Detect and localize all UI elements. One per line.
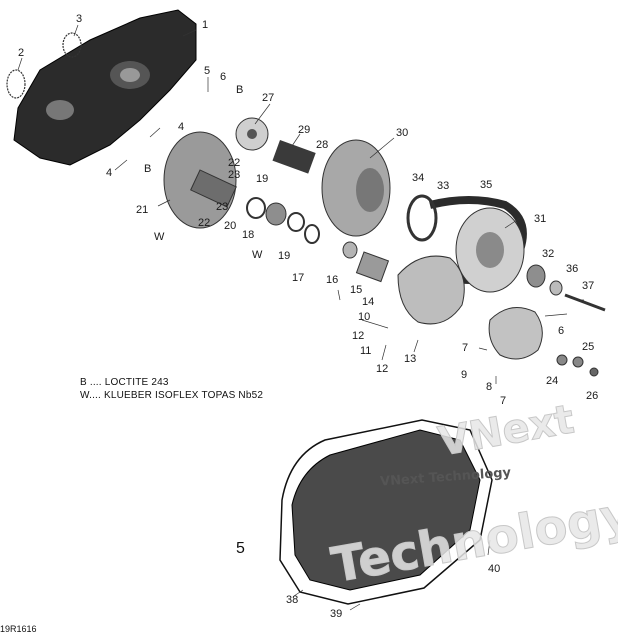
callout-label: 5 (204, 65, 210, 77)
callout-label: 11 (360, 345, 371, 357)
callout-label: 1 (202, 19, 208, 31)
callout-label: 16 (326, 274, 338, 286)
callout-label: 4 (178, 121, 184, 133)
clutch-cover-part (13, 9, 197, 166)
callout-label: 8 (486, 381, 492, 393)
callout-label: 22 (198, 217, 210, 229)
callout-label: 27 (262, 92, 274, 104)
shaft-part (272, 140, 316, 174)
callout-label: 19 (256, 173, 268, 185)
callout-label: 24 (546, 375, 558, 387)
o-ring-3 (62, 32, 82, 58)
callout-label: 2 (18, 47, 24, 59)
callout-label: 39 (330, 608, 342, 620)
cam-part (488, 307, 543, 360)
callout-label: 9 (461, 369, 467, 381)
callout-label: 6 (558, 325, 564, 337)
spring-part (355, 251, 390, 283)
callout-label: W (154, 231, 165, 243)
callout-label: 35 (480, 179, 492, 191)
callout-label: 7 (500, 395, 506, 407)
legend-b-line: B .... LOCTITE 243 (80, 377, 169, 388)
callout-label: 38 (286, 594, 298, 606)
callout-label: 12 (376, 363, 388, 375)
callout-label: 18 (242, 229, 254, 241)
callout-label: 30 (396, 127, 408, 139)
callout-label: 7 (462, 342, 468, 354)
document-code: 19R1616 (0, 624, 37, 634)
callout-label: 4 (106, 167, 112, 179)
callout-label: 15 (350, 284, 362, 296)
callout-label: 37 (582, 280, 594, 292)
callout-label: 6 (220, 71, 226, 83)
callout-label: 28 (316, 139, 328, 151)
callout-label: 22 (228, 157, 240, 169)
callout-label: 13 (404, 353, 416, 365)
callout-label: 17 (292, 272, 304, 284)
callout-label: 26 (586, 390, 598, 402)
callout-label: 32 (542, 248, 554, 260)
callout-label: 23 (216, 201, 228, 213)
callout-label: 33 (437, 180, 449, 192)
callout-label: 14 (362, 296, 374, 308)
callout-label: B (236, 84, 243, 96)
movable-sheave-part (321, 139, 391, 237)
callout-label: 12 (352, 330, 364, 342)
callout-label: 21 (136, 204, 148, 216)
callout-label: 10 (358, 311, 370, 323)
callout-label: 25 (582, 341, 594, 353)
lower-cover-part (279, 419, 493, 605)
callout-label: 40 (488, 563, 500, 575)
callout-label: 29 (298, 124, 310, 136)
callout-label: 34 (412, 172, 424, 184)
callout-label: W (252, 249, 263, 261)
callout-label: 3 (76, 13, 82, 25)
callout-label: B (144, 163, 151, 175)
driven-sheave-assembly (397, 255, 465, 325)
o-ring-2 (6, 69, 26, 99)
callout-label: 36 (566, 263, 578, 275)
section-number: 5 (236, 540, 245, 557)
callout-label: 31 (534, 213, 546, 225)
callout-label: 23 (228, 169, 240, 181)
callout-label: 19 (278, 250, 290, 262)
callout-label: 20 (224, 220, 236, 232)
legend-w-line: W.... KLUEBER ISOFLEX TOPAS Nb52 (80, 390, 264, 401)
